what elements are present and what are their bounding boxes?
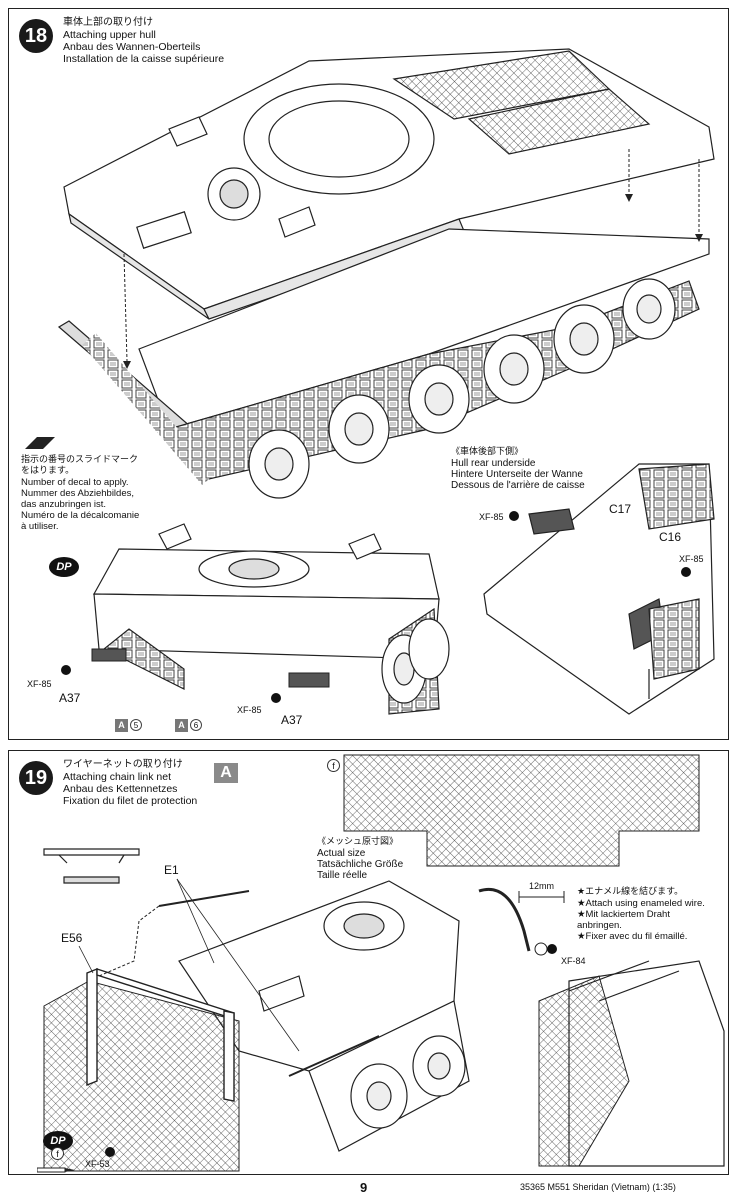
kit-footer: 35365 M551 Sheridan (Vietnam) (1:35) [520,1182,676,1192]
part-label-e56: E56 [61,931,83,945]
decal-note-jp2: をはります。 [21,466,75,476]
decal-instruction-note: 指示の番号のスライドマーク をはります。 Number of decal to … [21,455,139,532]
actual-size-note: 《メッシュ原寸図》 Actual size Tatsächliche Größe… [317,837,403,881]
hull-net-inset [538,960,725,1167]
slide-decal-icon [23,435,57,451]
step-18-panel: 18 車体上部の取り付け Attaching upper hull Anbau … [8,8,729,740]
part-label-a37: A37 [59,691,81,705]
decal-number: 6 [190,719,202,731]
step-title-en: Attaching chain link net [63,771,171,783]
step-title-block: 車体上部の取り付け Attaching upper hull Anbau des… [63,17,224,65]
wire-parts [43,848,140,884]
road-wheels [248,278,676,499]
e56-frame [86,967,235,1102]
part-label-xf85: XF-85 [27,679,52,689]
mesh-part-letter-small: f [51,1147,64,1160]
hull-front-illustration [178,880,470,1152]
wire-tie-detail [478,888,565,956]
actual-size-en: Actual size [317,848,366,859]
wire-length-label: 12mm [529,881,555,891]
dp-tool-icon: DP [43,1131,73,1151]
enameled-wire-note: ★エナメル線を結びます。 ★Attach using enameled wire… [577,887,705,942]
decal-note-fr2: à utiliser. [21,521,59,532]
step-number-badge: 19 [19,761,53,795]
upper-hull-assembly-illustration [57,48,715,715]
mesh-part-letter: f [327,759,340,772]
part-label-xf85: XF-85 [237,705,262,715]
part-label-xf85: XF-85 [679,554,704,564]
part-label-c16: C16 [659,530,682,544]
paint-drop-icon [509,511,519,521]
decal-note-en: Number of decal to apply. [21,477,129,488]
actual-size-de: Tatsächliche Größe [317,859,404,870]
wire-note-de1: ★Mit lackiertem Draht [577,909,670,920]
decal-note-de2: das anzubringen ist. [21,499,107,510]
part-label-xf53: XF-53 [85,1159,110,1169]
part-label-xf84: XF-84 [561,956,586,966]
part-label-xf85: XF-85 [479,512,504,522]
step-19-panel: 19 ワイヤーネットの取り付け Attaching chain link net… [8,750,729,1175]
actual-size-fr: Taille réelle [317,870,368,881]
parts-sheet-tag: A [214,763,238,783]
chain-link-net-illustration [43,754,725,1172]
step-title-fr: Installation de la caisse supérieure [63,53,225,65]
rear-title-en: Hull rear underside [451,458,536,469]
wire-note-en: ★Attach using enameled wire. [577,898,705,909]
step-title-fr: Fixation du filet de protection [63,795,198,807]
part-label-e1: E1 [164,863,179,877]
decal-tag-a5: A 5 [115,718,142,732]
part-label-c17: C17 [609,502,632,516]
decal-sheet-letter: A [175,718,188,732]
decal-note-jp1: 指示の番号のスライドマーク [21,455,139,465]
decal-note-fr1: Numéro de la décalcomanie [21,510,140,521]
actual-size-mesh-template [343,754,700,867]
paint-drop-icon [547,944,557,954]
step-title-de: Anbau des Kettennetzes [63,783,178,795]
decal-number: 5 [130,719,142,731]
rear-underside-illustration [483,463,715,715]
step-title-block: ワイヤーネットの取り付け Attaching chain link net An… [63,759,197,807]
step-title-de: Anbau des Wannen-Oberteils [63,41,201,53]
rear-underside-title: 《車体後部下側》 Hull rear underside Hintere Unt… [451,447,585,491]
wire-note-fr: ★Fixer avec du fil émaillé. [577,931,688,942]
paint-drop-icon [61,665,71,675]
rear-title-jp: 《車体後部下側》 [451,447,524,457]
decal-sheet-letter: A [115,718,128,732]
part-label-a37: A37 [281,713,303,727]
decal-tag-a6: A 6 [175,718,202,732]
step-title-en: Attaching upper hull [63,29,156,41]
wire-note-jp: ★エナメル線を結びます。 [577,887,684,897]
e1-rods [98,890,380,1077]
rear-title-fr: Dessous de l'arrière de caisse [451,480,585,491]
hobby-knife-icon [36,1161,77,1173]
step-title-jp: 車体上部の取り付け [63,17,153,28]
wire-note-de2: anbringen. [577,920,622,931]
paint-drop-icon [681,567,691,577]
page-number: 9 [360,1180,368,1195]
paint-drop-icon [271,693,281,703]
decal-note-de1: Nummer des Abziehbildes, [21,488,134,499]
actual-size-jp: 《メッシュ原寸図》 [317,837,399,847]
step-number-badge: 18 [19,19,53,53]
dp-tool-icon: DP [49,557,79,577]
rear-title-de: Hintere Unterseite der Wanne [451,469,583,480]
step-title-jp: ワイヤーネットの取り付け [63,759,183,770]
paint-drop-icon [105,1147,115,1157]
hull-rear-illustration [92,523,450,715]
